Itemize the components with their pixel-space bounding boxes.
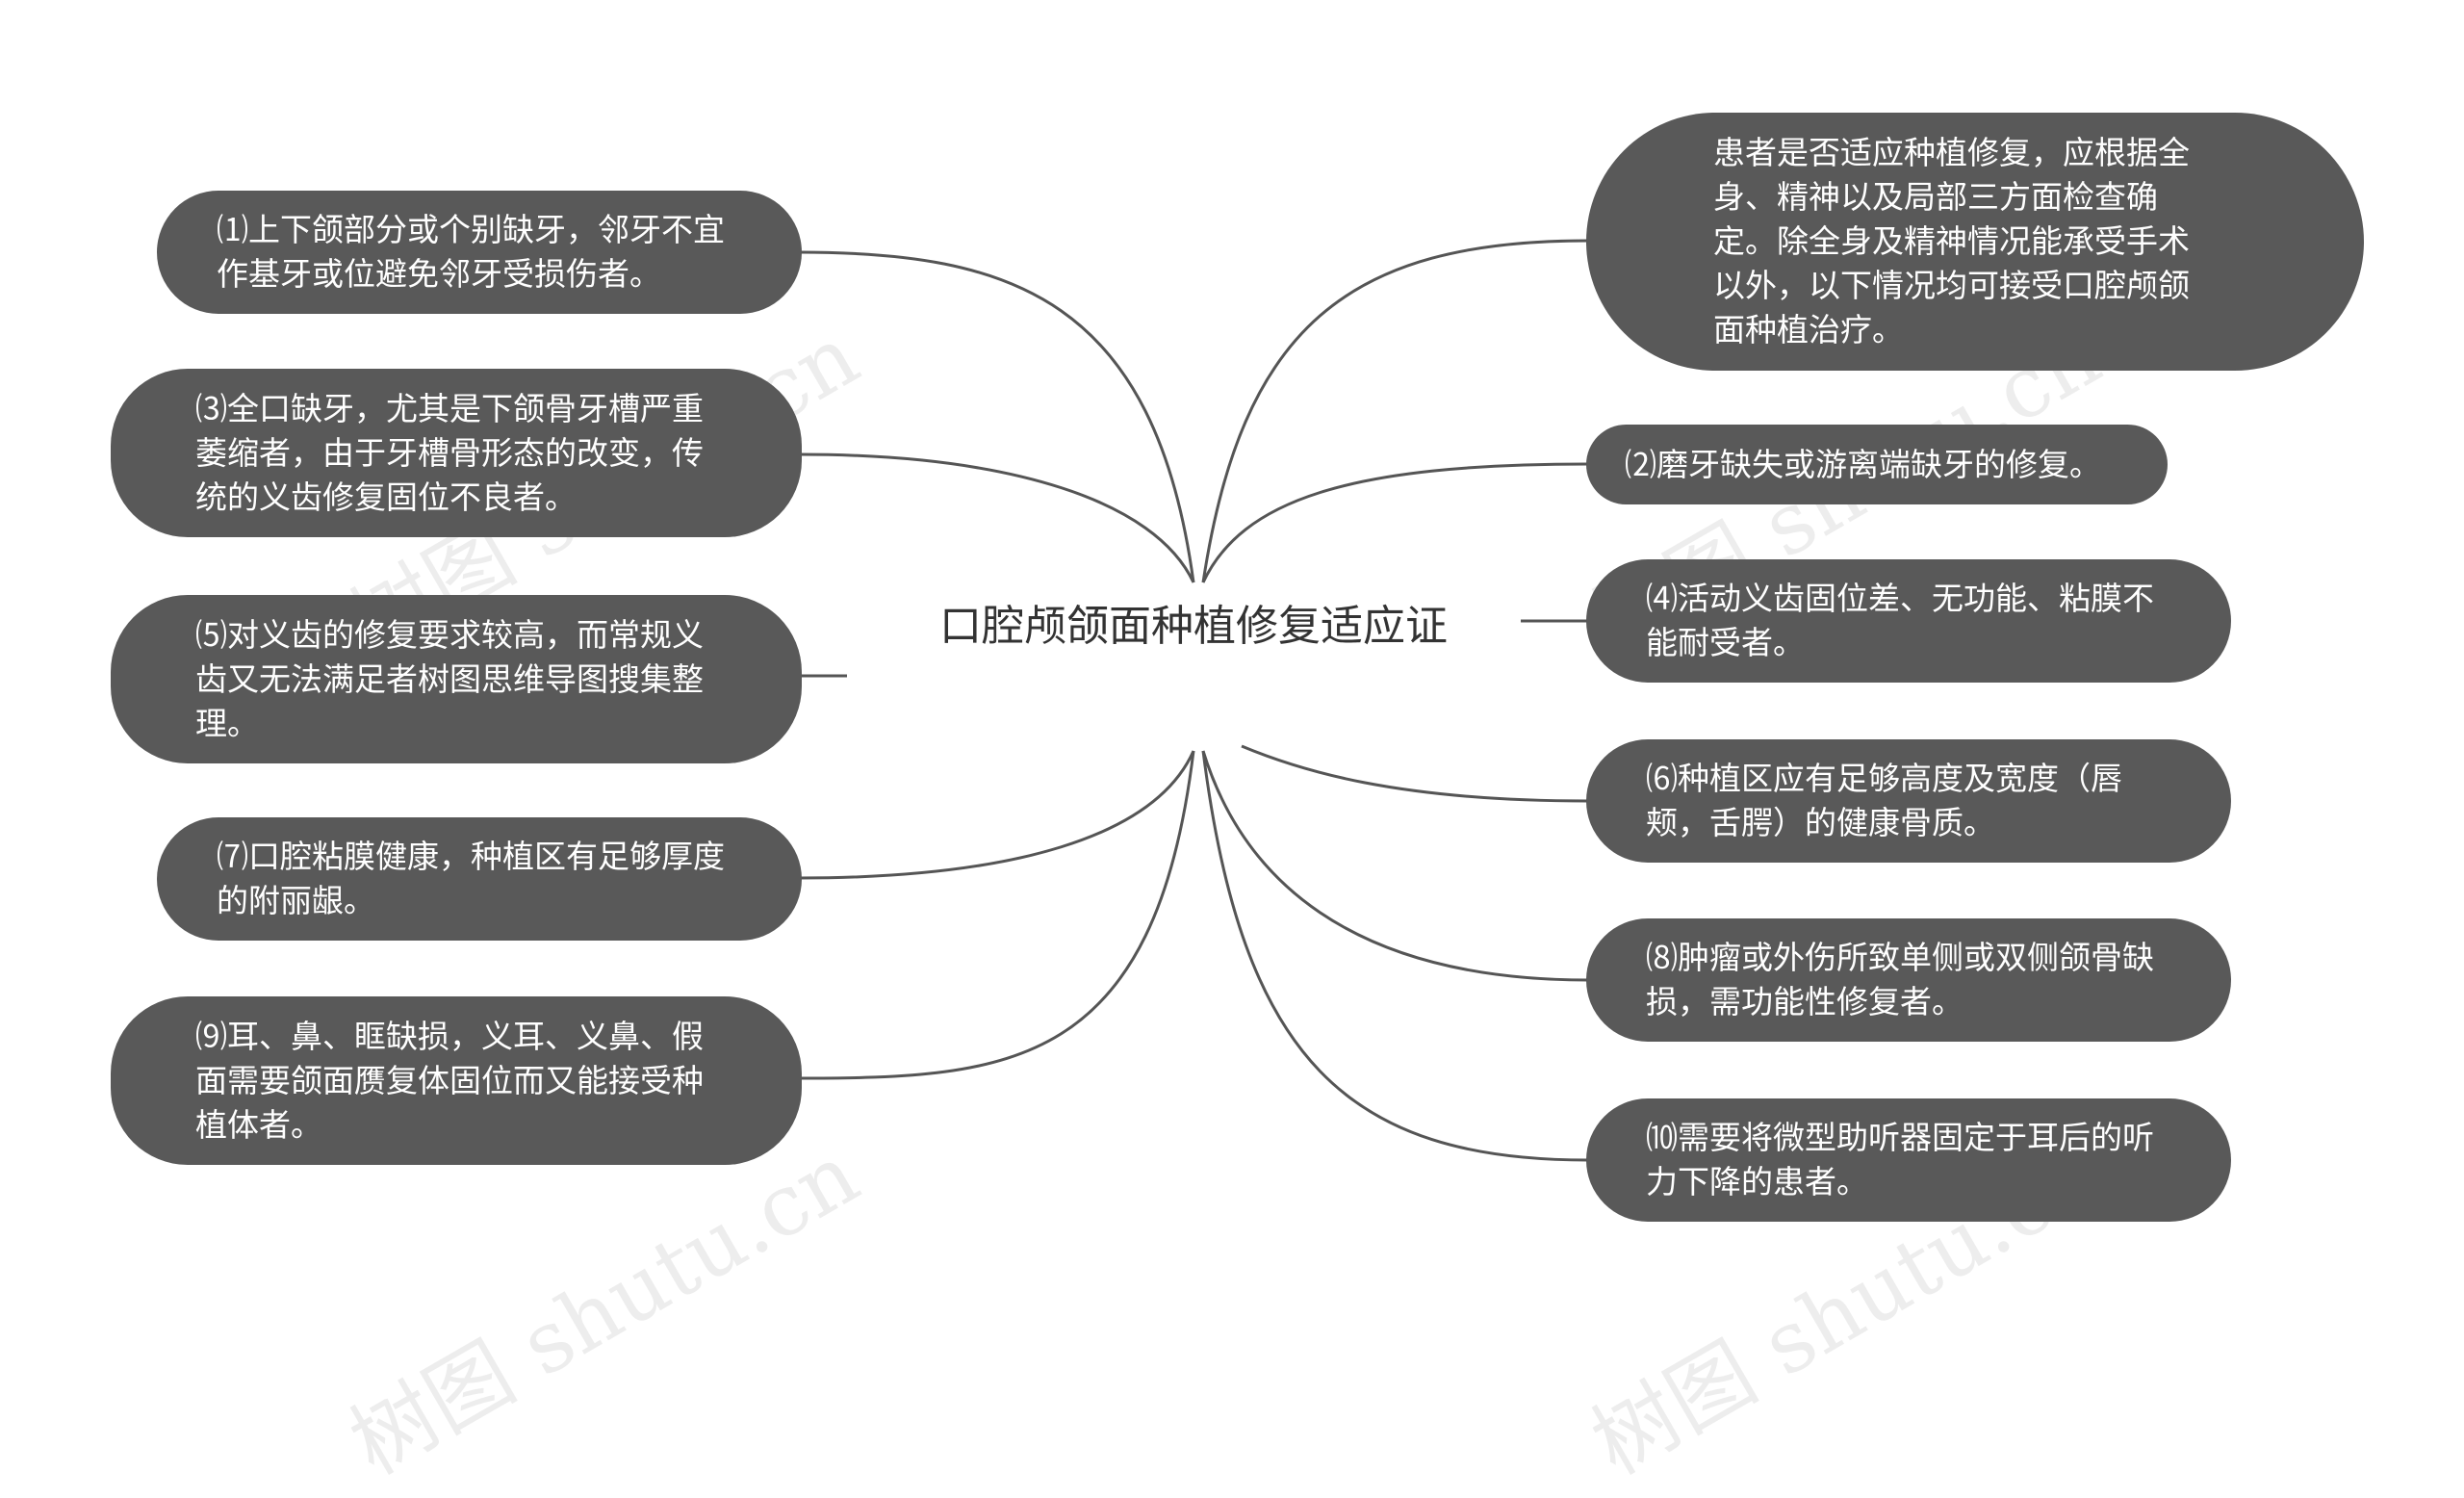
node-indication-5[interactable]: ⑸对义齿的修复要求较高，而常规义齿又无法满足者树图思维导图搜集整理。 (111, 595, 802, 763)
central-topic-label: 口腔颅颌面种植修复适应证 (939, 602, 1448, 651)
node-intro[interactable]: 患者是否适应种植修复，应根据全身、精神以及局部三方面检查确定。除全身及精神情况能… (1586, 113, 2364, 371)
node-text: ⑵磨牙缺失或游离端缺牙的修复。 (1625, 445, 2101, 483)
link-n7 (798, 750, 1195, 880)
central-topic[interactable]: 口腔颅颌面种植修复适应证 (914, 597, 1473, 657)
link-n9 (798, 750, 1195, 1080)
node-indication-3[interactable]: ⑶全口缺牙，尤其是下颌骨牙槽严重萎缩者，由于牙槽骨形态的改变，传统的义齿修复固位… (111, 369, 802, 537)
link-n6 (1241, 744, 1589, 803)
connector-lines (798, 239, 1589, 1162)
node-text: ⑺口腔粘膜健康，种植区有足够厚度的附丽龈。 (217, 838, 725, 919)
node-indication-2[interactable]: ⑵磨牙缺失或游离端缺牙的修复。 (1586, 425, 2168, 504)
node-indication-10[interactable]: ⑽需要将微型助听器固定于耳后的听力下降的患者。 (1586, 1098, 2231, 1222)
node-text: ⑸对义齿的修复要求较高，而常规义齿又无法满足者树图思维导图搜集整理。 (195, 615, 704, 742)
link-intro (1201, 239, 1589, 583)
node-text: ⑹种植区应有足够高度及宽度（唇颊，舌腭）的健康骨质。 (1646, 760, 2122, 841)
node-indication-7[interactable]: ⑺口腔粘膜健康，种植区有足够厚度的附丽龈。 (157, 817, 802, 941)
node-indication-6[interactable]: ⑹种植区应有足够高度及宽度（唇颊，舌腭）的健康骨质。 (1586, 739, 2231, 863)
link-n8 (1201, 750, 1589, 982)
node-indication-8[interactable]: ⑻肿瘤或外伤所致单侧或双侧颌骨缺损，需功能性修复者。 (1586, 918, 2231, 1042)
node-text: ⑷活动义齿固位差、无功能、粘膜不能耐受者。 (1646, 580, 2154, 661)
node-indication-1[interactable]: ⑴上下颌部分或个别缺牙，邻牙不宜作基牙或位避免邻牙受损伤者。 (157, 191, 802, 314)
link-n3 (798, 452, 1195, 583)
node-text: ⑽需要将微型助听器固定于耳后的听力下降的患者。 (1646, 1119, 2154, 1201)
node-text: ⑻肿瘤或外伤所致单侧或双侧颌骨缺损，需功能性修复者。 (1646, 939, 2154, 1020)
link-n1 (798, 250, 1195, 583)
node-text: ⑴上下颌部分或个别缺牙，邻牙不宜作基牙或位避免邻牙受损伤者。 (217, 211, 725, 293)
node-indication-9[interactable]: ⑼耳、鼻、眶缺损，义耳、义鼻、假面需要颌面赝复体固位而又能接受种植体者。 (111, 996, 802, 1165)
node-text: 患者是否适应种植修复，应根据全身、精神以及局部三方面检查确定。除全身及精神情况能… (1713, 134, 2190, 349)
link-n10 (1201, 750, 1589, 1162)
node-text: ⑼耳、鼻、眶缺损，义耳、义鼻、假面需要颌面赝复体固位而又能接受种植体者。 (195, 1017, 704, 1144)
node-text: ⑶全口缺牙，尤其是下颌骨牙槽严重萎缩者，由于牙槽骨形态的改变，传统的义齿修复固位… (195, 389, 704, 516)
node-indication-4[interactable]: ⑷活动义齿固位差、无功能、粘膜不能耐受者。 (1586, 559, 2231, 683)
link-n2 (1201, 462, 1589, 583)
